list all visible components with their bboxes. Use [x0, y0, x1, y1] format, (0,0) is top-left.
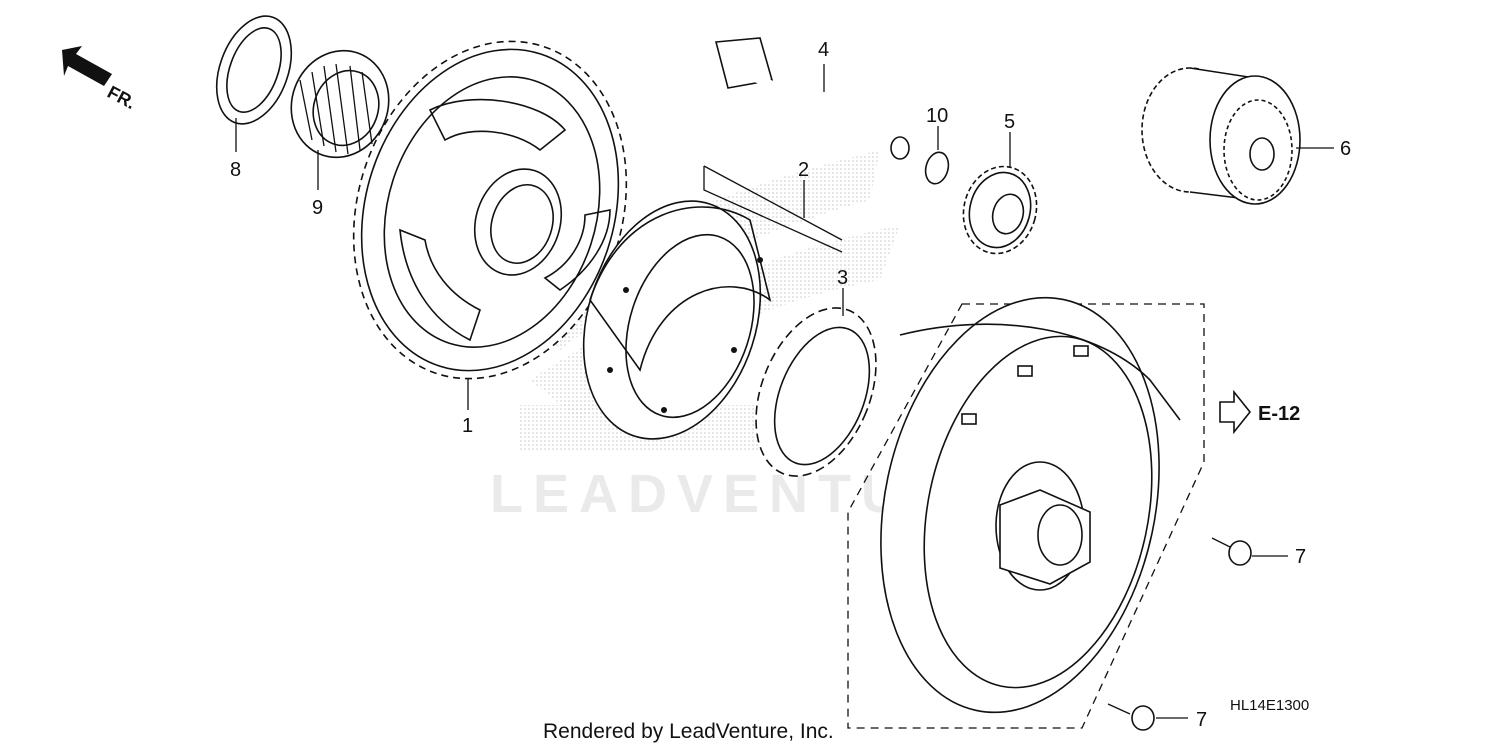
part-7-bolt-upper[interactable] — [1211, 537, 1252, 566]
diagram-code: HL14E1300 — [1230, 697, 1309, 714]
cross-reference-arrow-icon[interactable] — [1219, 389, 1252, 435]
part-8-washer[interactable] — [203, 6, 305, 135]
part-3-one-way-clutch[interactable] — [733, 290, 899, 494]
callout-8: 8 — [230, 159, 241, 181]
part-4-reduction-shaft[interactable] — [714, 37, 910, 160]
callout-3: 3 — [837, 267, 848, 289]
part-9-needle-bearing[interactable] — [276, 37, 403, 171]
front-direction-label: FR. — [104, 82, 139, 113]
part-7-bolt-lower[interactable] — [1107, 703, 1155, 731]
callout-10: 10 — [926, 105, 948, 127]
callout-9: 9 — [312, 197, 323, 219]
front-direction-arrow-icon — [62, 46, 112, 86]
flywheel[interactable] — [844, 272, 1195, 739]
part-2-one-way-clutch-outer[interactable] — [554, 178, 789, 462]
callout-6: 6 — [1340, 138, 1351, 160]
callout-5: 5 — [1004, 111, 1015, 133]
callout-7-upper: 7 — [1295, 546, 1306, 568]
callout-1: 1 — [462, 415, 473, 437]
part-6-clutch-assembly[interactable] — [1141, 67, 1301, 205]
cross-reference-label[interactable]: E-12 — [1258, 403, 1300, 425]
flywheel-group — [847, 303, 1205, 729]
callout-7-lower: 7 — [1196, 709, 1207, 731]
part-5-idle-gear[interactable] — [954, 158, 1046, 262]
callout-4: 4 — [818, 39, 829, 61]
leader-lines — [235, 64, 1334, 719]
part-10-circlip[interactable] — [922, 150, 952, 187]
callout-2: 2 — [798, 159, 809, 181]
rendered-by-credit: Rendered by LeadVenture, Inc. — [543, 720, 834, 743]
